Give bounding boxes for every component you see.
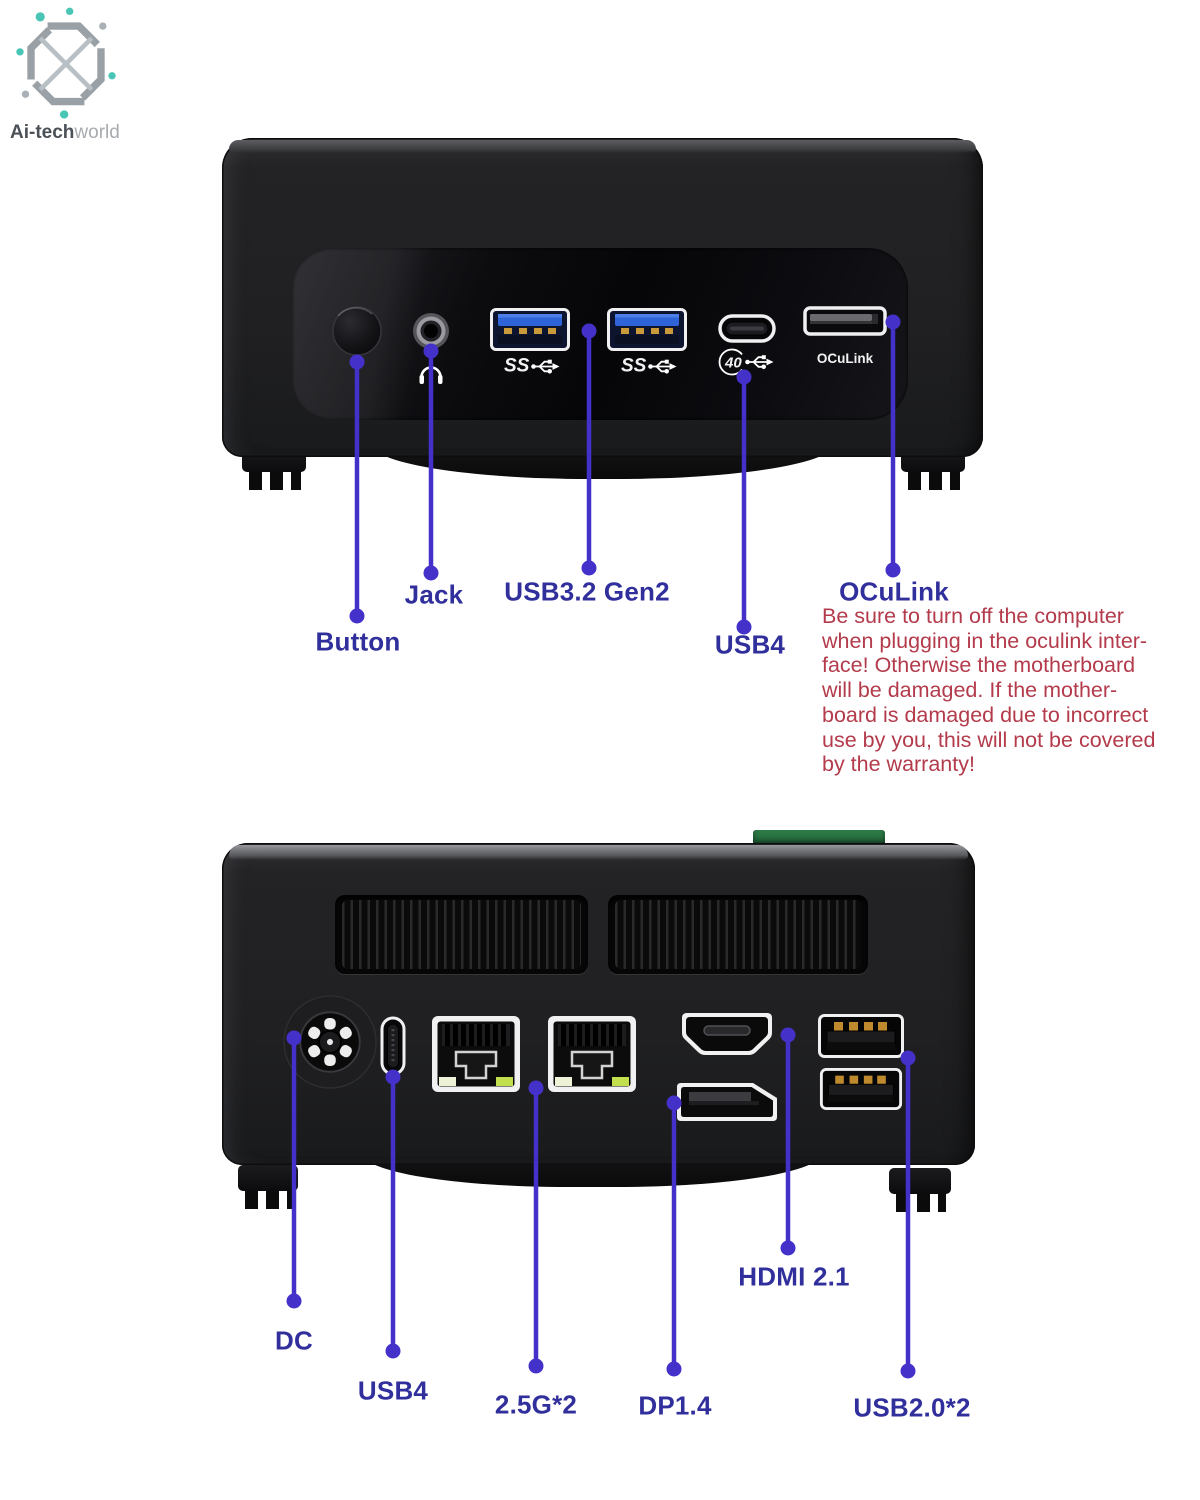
mini-pc-front-view bbox=[222, 138, 983, 490]
brand-name-bold: Ai-tech bbox=[10, 122, 75, 143]
mini-pc-back-view bbox=[222, 830, 975, 1212]
circuit-logo-icon bbox=[16, 7, 116, 119]
front-io-panel bbox=[292, 248, 908, 420]
brand-logo: Ai-techworld bbox=[10, 4, 160, 143]
device-foot-right bbox=[889, 1168, 951, 1214]
callout-usb4-front: USB4 bbox=[714, 629, 786, 660]
device-foot-left bbox=[238, 1165, 298, 1211]
vent-grille-left bbox=[335, 895, 588, 974]
callout-usb20: USB2.0*2 bbox=[853, 1392, 971, 1423]
green-tab bbox=[753, 830, 885, 846]
callout-dc: DC bbox=[275, 1325, 313, 1356]
callout-usb32-gen2: USB3.2 Gen2 bbox=[504, 576, 670, 607]
callout-dp14: DP1.4 bbox=[638, 1390, 712, 1421]
device-body-back bbox=[222, 843, 975, 1165]
callout-2-5g-lan: 2.5G*2 bbox=[494, 1389, 578, 1420]
callout-hdmi21: HDMI 2.1 bbox=[738, 1261, 850, 1292]
callout-jack: Jack bbox=[404, 579, 464, 610]
callout-button: Button bbox=[315, 626, 401, 657]
oculink-warning-text: Be sure to turn off the computer when pl… bbox=[822, 604, 1156, 777]
brand-name-light: world bbox=[74, 122, 120, 143]
brand-name: Ai-techworld bbox=[10, 122, 120, 144]
callout-oculink: OCuLink bbox=[839, 576, 949, 607]
callout-usb4-back: USB4 bbox=[357, 1375, 429, 1406]
vent-grille-right bbox=[608, 895, 868, 974]
